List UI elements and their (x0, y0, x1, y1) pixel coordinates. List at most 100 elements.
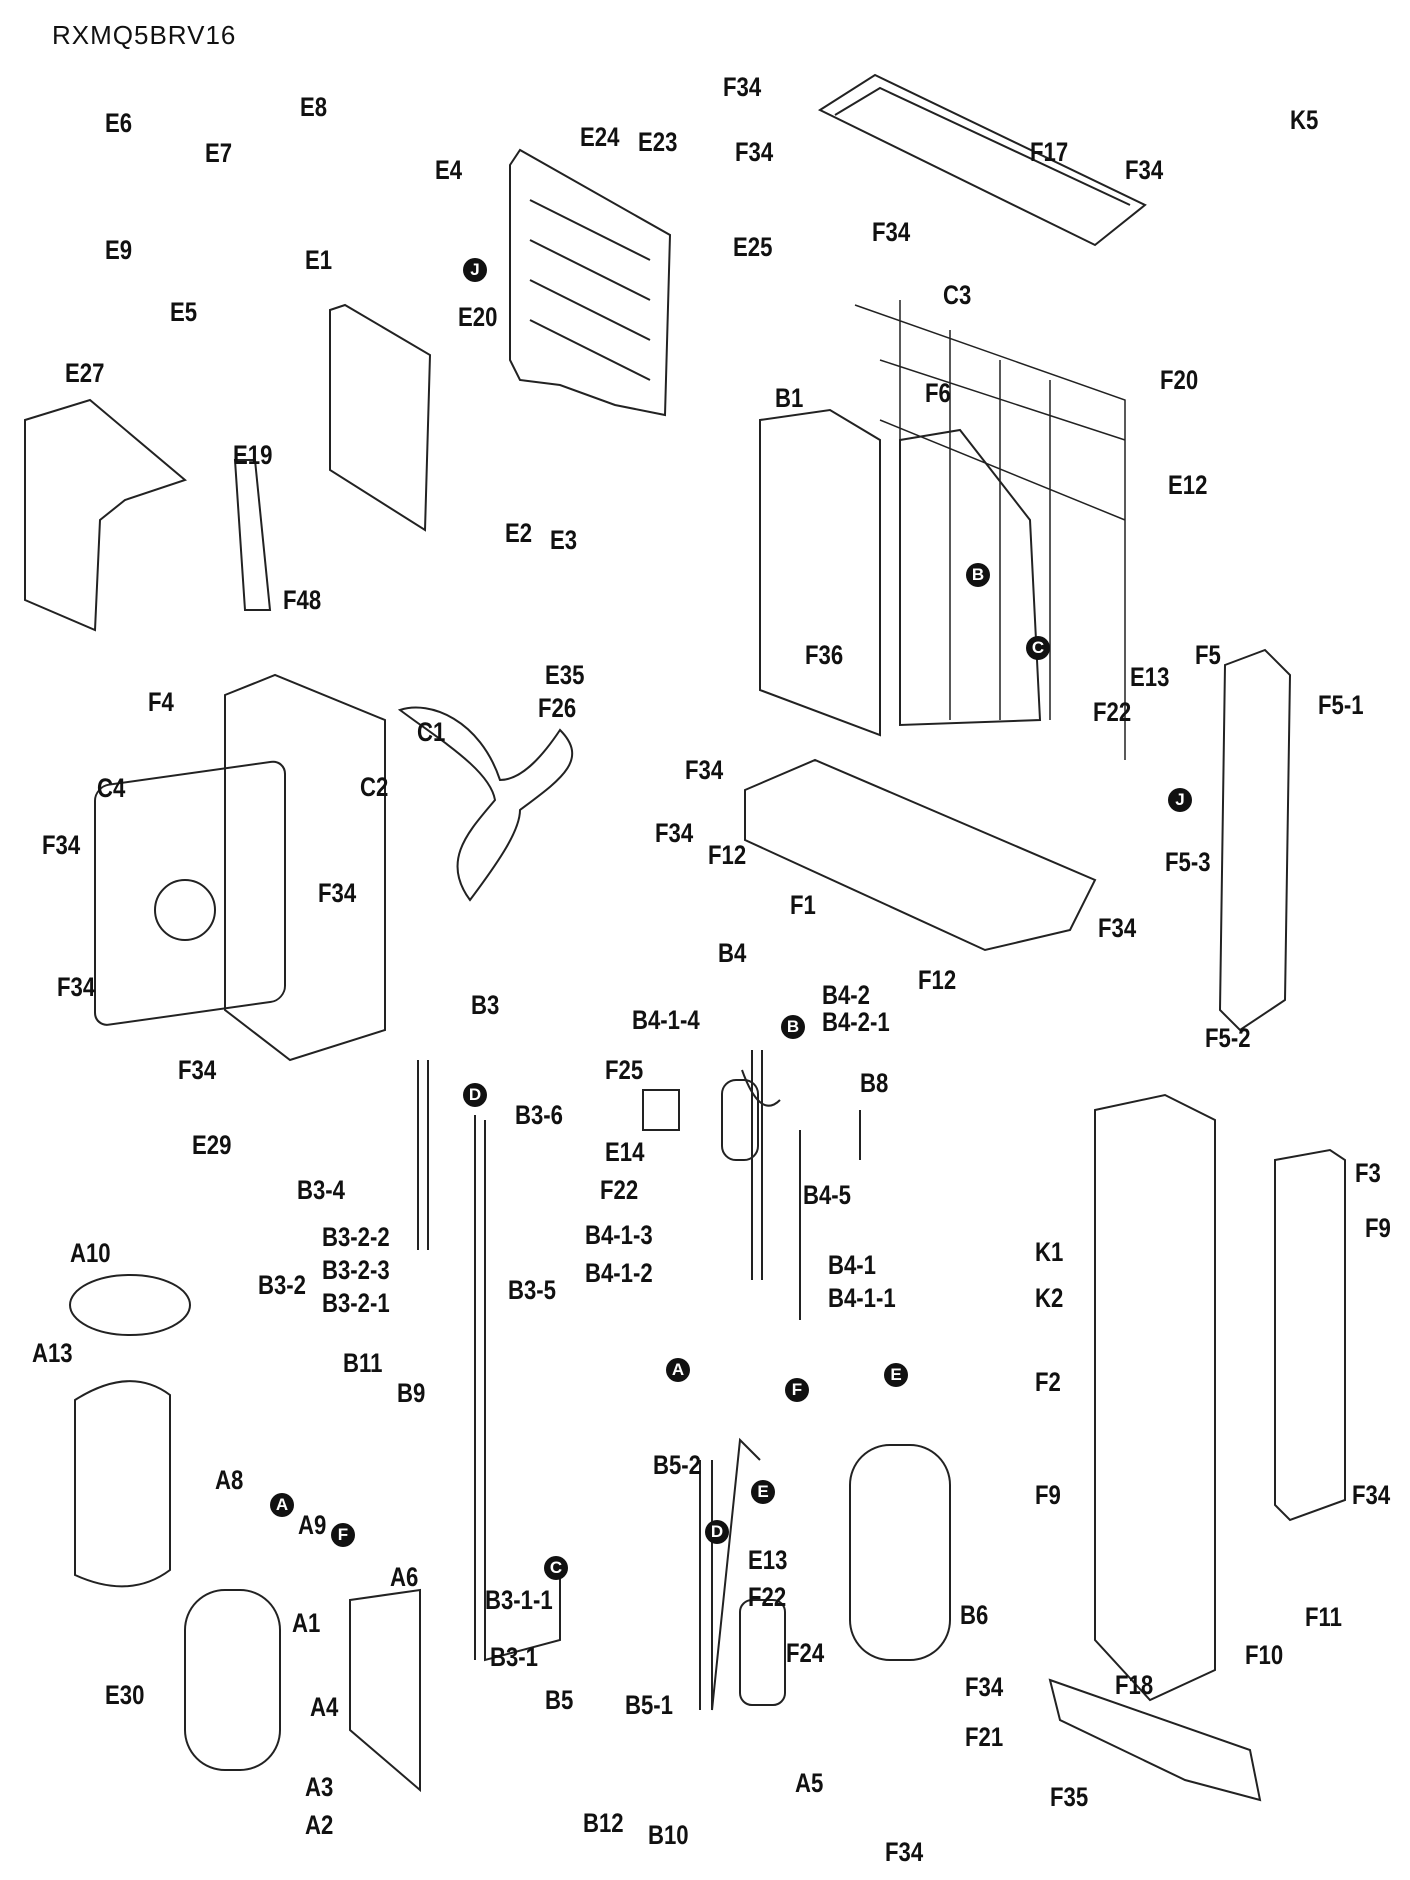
part-label-f35: F35 (1050, 1782, 1089, 1812)
part-label-f34: F34 (685, 755, 724, 785)
part-label-f34: F34 (885, 1837, 924, 1867)
part-label-e3: E3 (550, 525, 578, 555)
part-label-f22: F22 (748, 1582, 787, 1612)
part-label-b11: B11 (343, 1348, 383, 1378)
receiver-b4-1-4 (721, 1079, 759, 1161)
part-label-a6: A6 (390, 1562, 419, 1592)
part-label-f2: F2 (1035, 1367, 1061, 1397)
part-label-f6: F6 (925, 378, 951, 408)
part-label-a4: A4 (310, 1692, 339, 1722)
part-label-k2: K2 (1035, 1283, 1064, 1313)
part-label-b4-1-4: B4-1-4 (632, 1005, 700, 1035)
part-label-e25: E25 (733, 232, 773, 262)
part-label-f4: F4 (148, 687, 174, 717)
base-plate-f1 (744, 758, 1097, 952)
part-label-c1: C1 (417, 717, 446, 747)
connection-marker-e: E (751, 1480, 775, 1504)
part-label-a2: A2 (305, 1810, 334, 1840)
part-label-e14: E14 (605, 1137, 645, 1167)
part-label-f34: F34 (655, 818, 694, 848)
part-label-e27: E27 (65, 358, 105, 388)
part-label-f34: F34 (57, 972, 96, 1002)
part-label-e35: E35 (545, 660, 585, 690)
part-label-b6: B6 (960, 1600, 989, 1630)
part-label-f34: F34 (178, 1055, 217, 1085)
part-label-e24: E24 (580, 122, 620, 152)
part-label-a5: A5 (795, 1768, 824, 1798)
part-label-b4-2-1: B4-2-1 (822, 1007, 890, 1037)
part-label-c3: C3 (943, 280, 972, 310)
part-label-f34: F34 (965, 1672, 1004, 1702)
part-label-f34: F34 (42, 830, 81, 860)
piping-b3 (417, 1060, 561, 1662)
part-label-b3-1-1: B3-1-1 (485, 1585, 553, 1615)
connection-marker-c: C (544, 1556, 568, 1580)
part-label-b4: B4 (718, 938, 747, 968)
part-label-f34: F34 (872, 217, 911, 247)
front-panel-f2 (1094, 1093, 1216, 1702)
part-label-b5-1: B5-1 (625, 1690, 673, 1720)
part-label-f34: F34 (735, 137, 774, 167)
top-cover-f17 (817, 73, 1147, 247)
part-label-f20: F20 (1160, 365, 1199, 395)
cover-e27 (24, 398, 188, 632)
part-label-f5-3: F5-3 (1165, 847, 1211, 877)
part-label-b3-6: B3-6 (515, 1100, 563, 1130)
part-label-b1: B1 (775, 383, 804, 413)
stop-valve-bracket-f18 (1048, 1678, 1262, 1802)
part-f25 (642, 1089, 680, 1131)
piping-b4 (741, 1050, 861, 1320)
part-label-e1: E1 (305, 245, 333, 275)
part-label-f34: F34 (318, 878, 357, 908)
part-label-f36: F36 (805, 640, 844, 670)
part-label-b10: B10 (648, 1820, 689, 1850)
part-label-e6: E6 (105, 108, 133, 138)
connection-marker-e: E (884, 1363, 908, 1387)
part-label-f34: F34 (1125, 155, 1164, 185)
part-label-f3: F3 (1355, 1158, 1381, 1188)
part-label-e7: E7 (205, 138, 233, 168)
part-label-f1: F1 (790, 890, 816, 920)
part-label-b3-5: B3-5 (508, 1275, 556, 1305)
part-label-c4: C4 (97, 773, 126, 803)
mesh-c3 (854, 300, 1126, 760)
part-label-e12: E12 (1168, 470, 1208, 500)
part-label-a1: A1 (292, 1608, 321, 1638)
part-label-f11: F11 (1305, 1602, 1342, 1632)
part-label-b9: B9 (397, 1378, 426, 1408)
piping-b5 (699, 1437, 761, 1711)
part-label-f21: F21 (965, 1722, 1004, 1752)
part-label-c2: C2 (360, 772, 389, 802)
connection-marker-b: B (966, 563, 990, 587)
insulation-a6 (349, 1588, 421, 1793)
model-title: RXMQ5BRV16 (52, 20, 237, 50)
sound-blanket-a13 (74, 1380, 171, 1588)
part-label-b5: B5 (545, 1685, 574, 1715)
part-label-f17: F17 (1030, 137, 1069, 167)
part-label-e2: E2 (505, 518, 533, 548)
connection-marker-b: B (781, 1015, 805, 1039)
connection-marker-j: J (463, 258, 487, 282)
part-label-f12: F12 (918, 965, 957, 995)
fan-c1 (397, 706, 574, 902)
part-label-e13: E13 (1130, 662, 1170, 692)
part-label-b3-1: B3-1 (490, 1642, 538, 1672)
connection-marker-d: D (463, 1083, 487, 1107)
fan-grille-c4 (94, 760, 286, 1026)
part-label-f18: F18 (1115, 1670, 1154, 1700)
part-label-b4-1-2: B4-1-2 (585, 1258, 653, 1288)
part-label-f22: F22 (600, 1175, 639, 1205)
part-label-e5: E5 (170, 297, 198, 327)
connection-marker-j: J (1168, 788, 1192, 812)
part-label-b5-2: B5-2 (653, 1450, 701, 1480)
switch-box-e4 (509, 148, 672, 417)
part-label-b8: B8 (860, 1068, 889, 1098)
right-panel-f5 (1218, 648, 1292, 1032)
part-label-a13: A13 (32, 1338, 73, 1368)
side-panel-f4 (224, 673, 386, 1062)
part-label-a10: A10 (70, 1238, 111, 1268)
connection-marker-a: A (270, 1493, 294, 1517)
fan-grille-center (154, 879, 216, 941)
part-label-f12: F12 (708, 840, 747, 870)
accumulator-b6 (849, 1444, 951, 1661)
